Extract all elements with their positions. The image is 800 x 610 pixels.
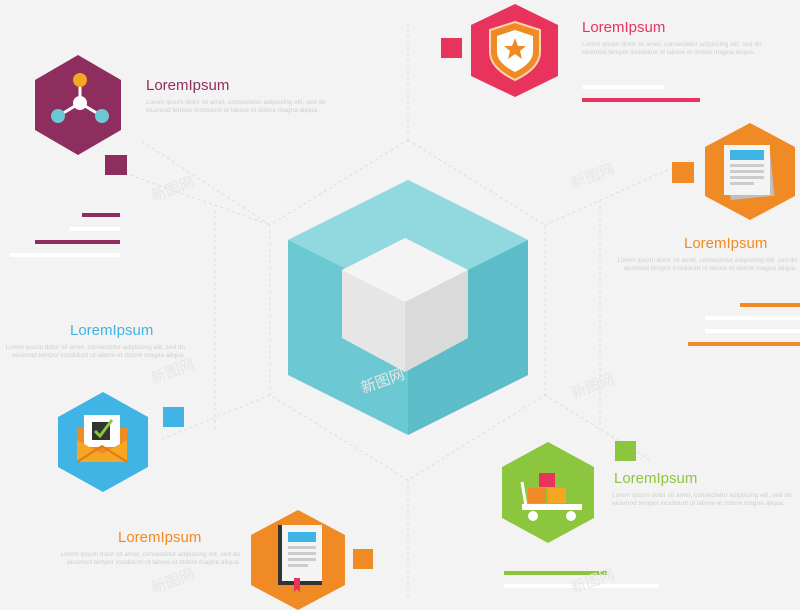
accent-square-shield [441,38,462,58]
block-title-mail: LoremIpsum [70,322,154,339]
center-cube-icon [288,180,528,435]
block-text-network: Lorem ipsum dolor sit amet, consectetur … [146,99,326,114]
block-text-cart: Lorem ipsum dolor sit amet, consectetur … [612,492,792,507]
bar-network-1 [82,213,120,217]
block-title-documents: LoremIpsum [684,235,768,252]
accent-square-cart [615,441,636,461]
hex-documents [705,123,795,220]
bar-documents-4 [688,342,800,346]
connector-lines [129,20,691,600]
accent-square-network [105,155,127,175]
hex-mail [58,392,148,492]
bar-network-2 [70,227,120,231]
hex-shield [471,4,558,97]
block-text-mail: Lorem ipsum dolor sit amet, consectetur … [5,344,185,359]
bar-documents-1 [740,303,800,307]
envelope-check-icon [76,415,128,463]
block-title-book: LoremIpsum [118,529,202,546]
hex-cart [502,442,594,543]
shield-star-icon [489,20,541,82]
bar-network-4 [10,253,120,257]
accent-square-book [353,549,373,569]
network-icon [51,73,109,123]
accent-square-documents [672,162,694,183]
block-text-book: Lorem ipsum dolor sit amet, consectetur … [60,551,240,566]
bar-network-3 [35,240,120,244]
block-text-shield: Lorem ipsum dolor sit amet, consectetur … [582,41,762,56]
accent-square-mail [163,407,184,427]
hex-network [35,55,121,155]
cart-boxes-icon [520,473,582,521]
book-icon [278,525,322,592]
block-title-cart: LoremIpsum [614,470,698,487]
bar-cart-1 [504,571,607,575]
hex-book [251,510,345,610]
block-title-network: LoremIpsum [146,77,230,94]
bar-documents-2 [705,316,800,320]
bar-shield-1 [582,85,664,89]
bar-documents-3 [705,329,800,333]
block-title-shield: LoremIpsum [582,19,666,36]
documents-icon [724,145,775,201]
bar-shield-2 [582,98,700,102]
block-text-documents: Lorem ipsum dolor sit amet, consectetur … [617,257,797,272]
bar-cart-2 [504,584,659,588]
